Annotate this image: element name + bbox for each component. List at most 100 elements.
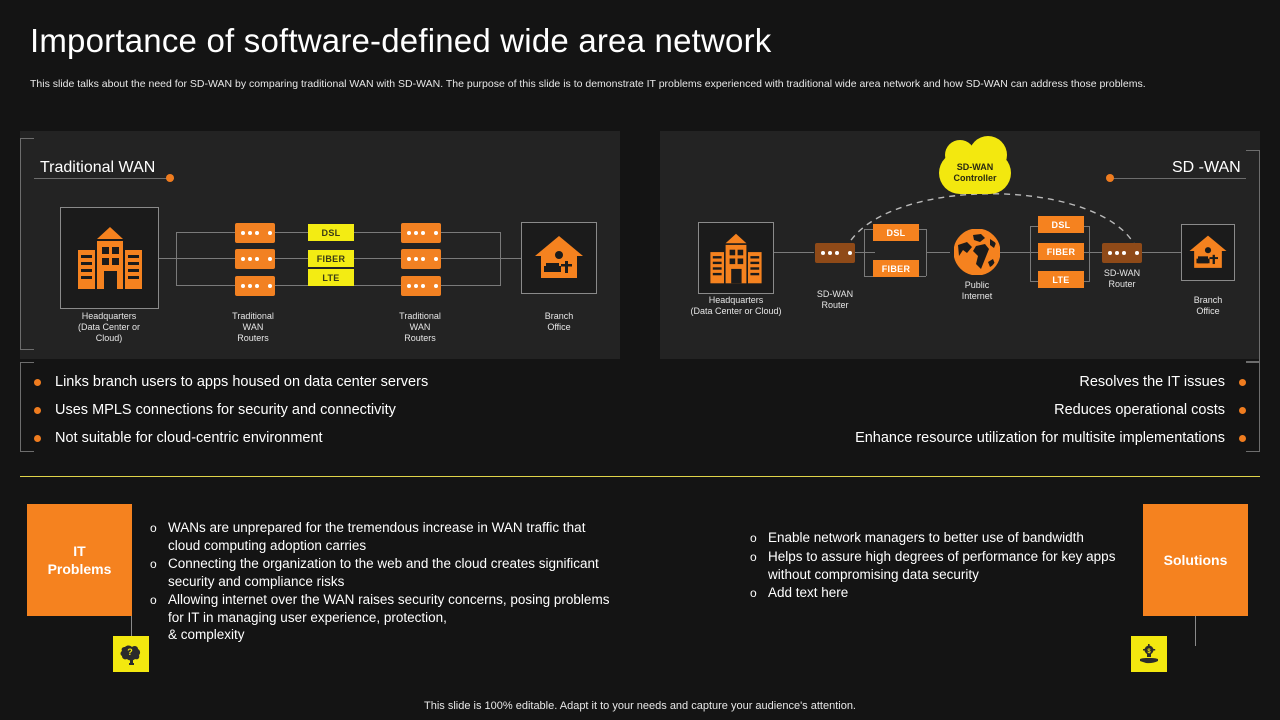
- router-led-icon: [241, 257, 245, 261]
- solutions-badge: Solutions: [1143, 504, 1248, 616]
- it-problems-list: o WANs are unprepared for the tremendous…: [150, 519, 620, 645]
- list-item: Links branch users to apps housed on dat…: [34, 368, 634, 396]
- right-sdwan-router-left: [815, 243, 855, 263]
- section-divider: [20, 476, 1260, 477]
- router-led-icon: [1122, 251, 1126, 255]
- list-item: o Enable network managers to better use …: [750, 529, 1150, 547]
- bullet-text: Enhance resource utilization for multisi…: [855, 430, 1225, 446]
- bullet-text: Not suitable for cloud-centric environme…: [55, 430, 323, 446]
- bullet-text: Links branch users to apps housed on dat…: [55, 374, 429, 390]
- right-wire-router-branch: [1142, 252, 1181, 253]
- router-led-icon: [268, 257, 272, 261]
- left-router-3: [235, 276, 275, 296]
- list-marker: o: [750, 550, 757, 564]
- router-led-icon: [248, 257, 252, 261]
- left-router-4: [401, 223, 441, 243]
- globe-icon: [953, 228, 1001, 276]
- house-icon: [535, 236, 583, 278]
- router-led-icon: [407, 284, 411, 288]
- router-led-icon: [255, 257, 259, 261]
- router-led-icon: [848, 251, 852, 255]
- router-led-icon: [241, 284, 245, 288]
- list-text: Allowing internet over the WAN raises se…: [168, 592, 610, 642]
- router-led-icon: [268, 231, 272, 235]
- list-item: Uses MPLS connections for security and c…: [34, 396, 634, 424]
- bullet-dot-icon: [1239, 378, 1246, 386]
- svg-text:?: ?: [127, 647, 133, 657]
- traditional-wan-bracket: [20, 138, 34, 350]
- right-sdwan-router-right: [1102, 243, 1142, 263]
- house-icon: [1189, 235, 1227, 268]
- left-branch-node: [521, 222, 597, 294]
- public-internet-node: [953, 228, 1001, 280]
- right-wire-box2-right-v: [1089, 226, 1090, 282]
- router-led-icon: [414, 284, 418, 288]
- right-left-link-fiber: FIBER: [873, 260, 919, 277]
- right-headquarters-caption: Headquarters (Data Center or Cloud): [690, 295, 782, 316]
- left-wire-hq-trunk: [159, 258, 289, 259]
- bullet-dot-icon: [1239, 406, 1246, 414]
- svg-text:$: $: [1147, 649, 1151, 655]
- solutions-icon-tile: $: [1131, 636, 1167, 672]
- router-led-icon: [434, 231, 438, 235]
- traditional-wan-dot-icon: [166, 174, 174, 182]
- right-wire-box2-router: [1089, 252, 1102, 253]
- left-wire-row3-c: [395, 285, 501, 286]
- list-item: Enhance resource utilization for multisi…: [640, 424, 1246, 452]
- list-marker: o: [750, 586, 757, 600]
- left-bullets-bracket: [20, 362, 34, 452]
- list-item: Not suitable for cloud-centric environme…: [34, 424, 634, 452]
- bullet-dot-icon: [1239, 434, 1246, 442]
- traditional-wan-bullet-list: Links branch users to apps housed on dat…: [34, 368, 634, 452]
- right-branch-caption: Branch Office: [1193, 295, 1223, 316]
- public-internet-caption: Public Internet: [961, 280, 993, 301]
- left-link-lte: LTE: [308, 269, 354, 286]
- right-left-link-dsl: DSL: [873, 224, 919, 241]
- left-link-fiber: FIBER: [308, 250, 354, 267]
- office-building-icon: [77, 227, 142, 289]
- right-router-left-caption: SD-WAN Router: [816, 289, 854, 310]
- list-item: o WANs are unprepared for the tremendous…: [150, 519, 620, 554]
- bullet-dot-icon: [34, 434, 41, 442]
- right-wire-hq-router: [774, 252, 814, 253]
- traditional-wan-rule: [34, 178, 174, 179]
- it-problems-badge: IT Problems: [27, 504, 132, 616]
- list-item: Resolves the IT issues: [640, 368, 1246, 396]
- router-led-icon: [828, 251, 832, 255]
- router-led-icon: [1135, 251, 1139, 255]
- sdwan-label: SD -WAN: [1172, 159, 1241, 176]
- left-link-dsl: DSL: [308, 224, 354, 241]
- left-headquarters-caption: Headquarters (Data Center or Cloud): [77, 311, 141, 343]
- router-led-icon: [421, 231, 425, 235]
- list-item: o Connecting the organization to the web…: [150, 555, 620, 590]
- router-led-icon: [421, 284, 425, 288]
- left-branch-caption: Branch Office: [544, 311, 574, 332]
- list-text: Helps to assure high degrees of performa…: [768, 549, 1116, 582]
- list-text: Enable network managers to better use of…: [768, 530, 1084, 545]
- page-title: Importance of software-defined wide area…: [30, 22, 772, 59]
- router-led-icon: [407, 257, 411, 261]
- router-led-icon: [434, 284, 438, 288]
- router-led-icon: [241, 231, 245, 235]
- list-text: WANs are unprepared for the tremendous i…: [168, 520, 586, 553]
- list-item: o Allowing internet over the WAN raises …: [150, 591, 620, 644]
- sdwan-bullet-list: Resolves the IT issues Reduces operation…: [640, 368, 1246, 452]
- right-wire-internet-box2: [1000, 252, 1030, 253]
- sdwan-controller-cloud: SD-WAN Controller: [939, 136, 1011, 194]
- right-wire-box-left-v: [864, 229, 865, 276]
- router-led-icon: [434, 257, 438, 261]
- right-wire-box-internet: [926, 252, 950, 253]
- it-problems-icon-tile: ?: [113, 636, 149, 672]
- right-bullets-bracket: [1246, 362, 1260, 452]
- router-led-icon: [248, 231, 252, 235]
- list-marker: o: [150, 593, 157, 607]
- list-marker: o: [150, 521, 157, 535]
- office-building-icon: [710, 233, 762, 283]
- lightbulb-hand-icon: $: [1140, 644, 1158, 664]
- brain-question-icon: ?: [120, 645, 141, 665]
- left-router-1: [235, 223, 275, 243]
- right-wire-router-box: [855, 252, 875, 253]
- router-led-icon: [1108, 251, 1112, 255]
- list-marker: o: [750, 531, 757, 545]
